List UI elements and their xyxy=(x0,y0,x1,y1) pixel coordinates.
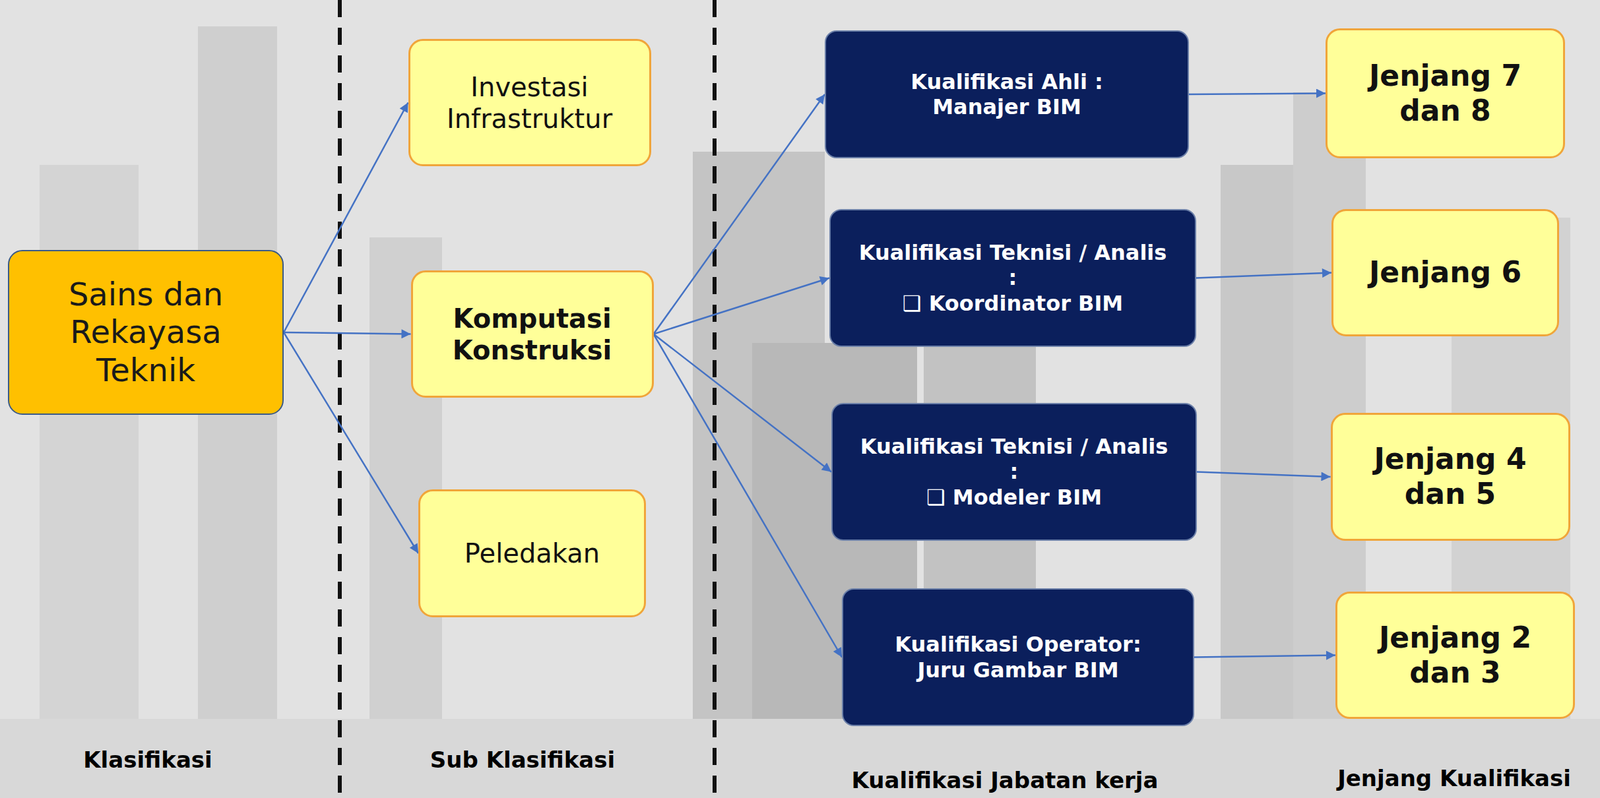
qualification-box: Kualifikasi Teknisi / Analis :❑ Koordina… xyxy=(829,209,1197,348)
connector-arrow xyxy=(1194,655,1336,658)
column-label: Jenjang Kualifikasi xyxy=(1337,765,1571,793)
divider-line xyxy=(712,0,717,798)
divider-line xyxy=(337,0,342,798)
box-text: Manajer BIM xyxy=(932,94,1082,120)
column-label: Klasifikasi xyxy=(83,746,212,774)
level-box: Jenjang 2 dan 3 xyxy=(1335,591,1575,720)
subclass-box: Komputasi Konstruksi xyxy=(411,270,654,398)
box-text: Jenjang 2 dan 3 xyxy=(1351,620,1560,691)
box-text: Jenjang 6 xyxy=(1369,255,1522,291)
subclass-box: Peledakan xyxy=(418,489,646,618)
box-text: Kualifikasi Operator: xyxy=(894,632,1141,658)
connector-arrow xyxy=(1188,93,1326,96)
box-text: Peledakan xyxy=(464,537,600,570)
ground xyxy=(0,719,1600,798)
connector-arrow xyxy=(1196,472,1331,478)
box-text: Kualifikasi Teknisi / Analis : xyxy=(855,434,1173,485)
box-text: Jenjang 4 dan 5 xyxy=(1346,442,1555,512)
connector-arrow xyxy=(653,334,832,473)
qualification-box: Kualifikasi Ahli :Manajer BIM xyxy=(824,30,1189,159)
qualification-box: Kualifikasi Operator:Juru Gambar BIM xyxy=(841,588,1195,727)
connector-arrow xyxy=(653,278,831,335)
box-text: ❑ Modeler BIM xyxy=(926,484,1102,511)
box-text: ❑ Koordinator BIM xyxy=(902,290,1123,317)
box-text: Kualifikasi Ahli : xyxy=(910,69,1104,95)
box-text: Jenjang 7 dan 8 xyxy=(1341,58,1550,129)
level-box: Jenjang 6 xyxy=(1331,209,1560,337)
column-label: Sub Klasifikasi xyxy=(430,746,615,774)
box-text: Investasi Infrastruktur xyxy=(424,71,636,135)
connector-arrow xyxy=(283,102,409,334)
box-text: Kualifikasi Teknisi / Analis : xyxy=(854,240,1172,291)
connector-arrow xyxy=(653,94,826,335)
connector-arrow xyxy=(283,332,419,554)
connector-arrow xyxy=(283,332,412,335)
level-box: Jenjang 4 dan 5 xyxy=(1330,413,1571,542)
connector-arrow xyxy=(1196,273,1332,279)
column-label: Kualifikasi Jabatan kerja xyxy=(851,767,1159,795)
box-text: Juru Gambar BIM xyxy=(917,657,1119,683)
level-box: Jenjang 7 dan 8 xyxy=(1325,28,1566,159)
connector-arrow xyxy=(653,334,843,658)
qualification-box: Kualifikasi Teknisi / Analis :❑ Modeler … xyxy=(831,403,1197,542)
class-box: Sains dan Rekayasa Teknik xyxy=(7,250,284,416)
box-text: Komputasi Konstruksi xyxy=(426,302,639,367)
subclass-box: Investasi Infrastruktur xyxy=(408,38,652,167)
box-text: Sains dan Rekayasa Teknik xyxy=(46,275,245,390)
